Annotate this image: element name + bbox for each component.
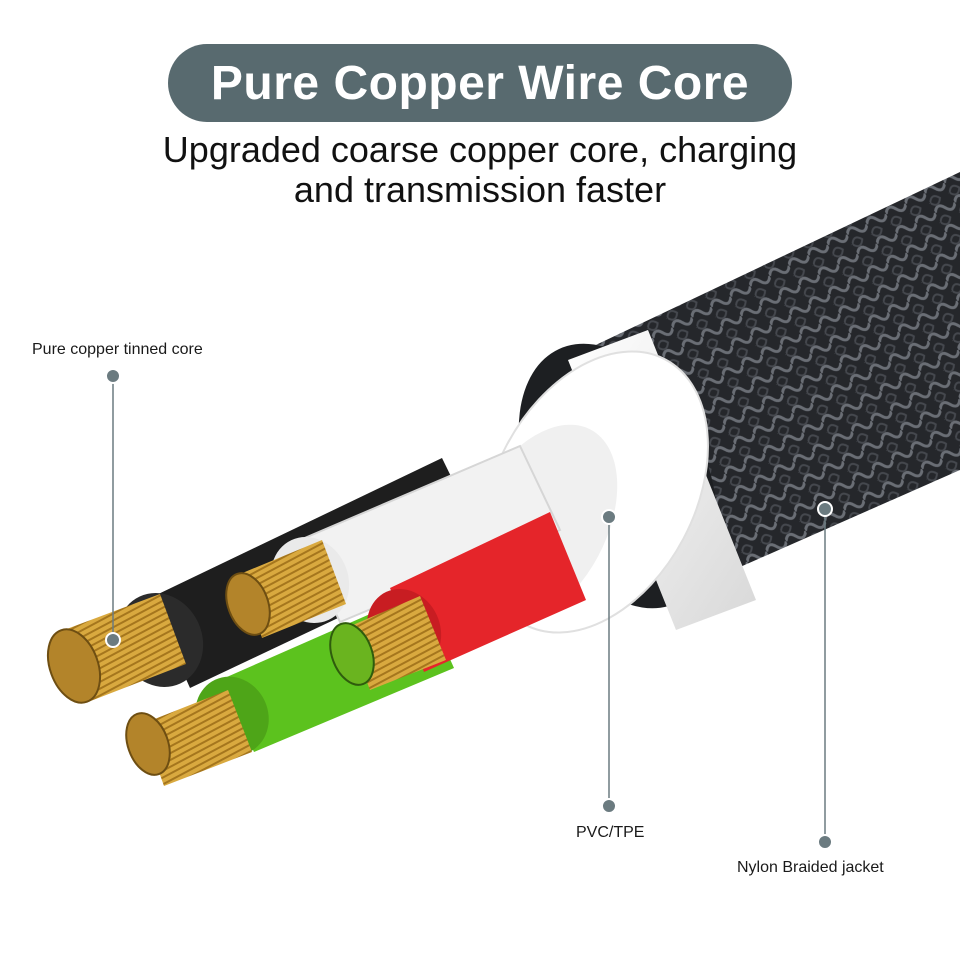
copper-core-end-4 bbox=[329, 622, 375, 686]
label-nylon-jacket: Nylon Braided jacket bbox=[737, 859, 884, 876]
label-copper-core: Pure copper tinned core bbox=[32, 341, 203, 358]
callout-dot-jacket-bottom bbox=[817, 834, 833, 850]
subtitle-line-2: and transmission faster bbox=[293, 169, 667, 210]
callout-dot-jacket-top bbox=[817, 501, 833, 517]
copper-cores bbox=[46, 540, 446, 786]
label-pvc-tpe: PVC/TPE bbox=[576, 824, 645, 841]
title-banner: Pure Copper Wire Core bbox=[168, 44, 792, 122]
callout-dot-pvc-bottom bbox=[601, 798, 617, 814]
copper-core-end-1 bbox=[46, 628, 102, 704]
subtitle: Upgraded coarse copper core, charging an… bbox=[80, 130, 880, 210]
callout-dot-core-bottom bbox=[105, 632, 121, 648]
copper-core-end-2 bbox=[225, 572, 271, 636]
subtitle-line-1: Upgraded coarse copper core, charging bbox=[162, 129, 798, 170]
copper-core-end-3 bbox=[125, 712, 171, 776]
callout-dot-core-top bbox=[105, 368, 121, 384]
page-title: Pure Copper Wire Core bbox=[210, 56, 750, 110]
callout-dot-pvc-top bbox=[601, 509, 617, 525]
callouts bbox=[105, 368, 833, 850]
